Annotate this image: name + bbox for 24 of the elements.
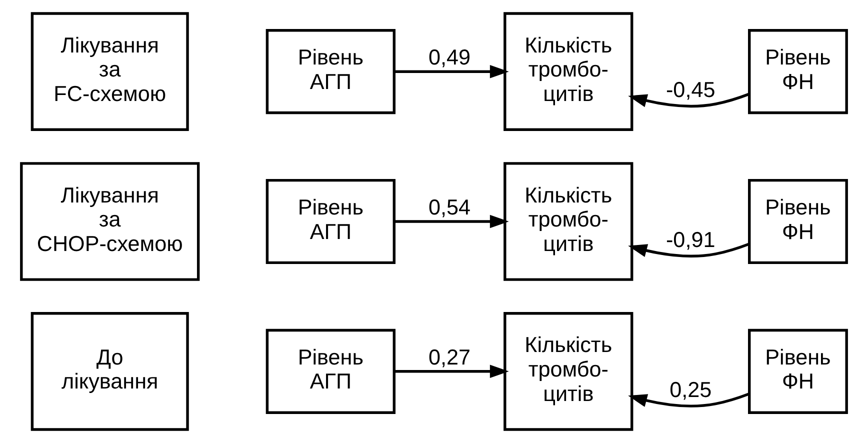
node-box: Лікування за FC-схемою <box>30 12 189 131</box>
node-box: Рівень ФН <box>748 178 848 264</box>
node-box: Кількість тромбо- цитів <box>504 12 634 131</box>
edge-label: 0,54 <box>428 194 471 220</box>
node-box: Рівень АГП <box>266 178 396 264</box>
node-box: Рівень АГП <box>266 328 396 414</box>
arrow <box>394 214 509 228</box>
edge-label: 0,25 <box>670 376 712 402</box>
arrow <box>628 392 750 408</box>
edge-label: 0,49 <box>428 44 471 70</box>
node-box: Кількість тромбо- цитів <box>504 312 634 431</box>
node-box: Рівень АГП <box>266 29 396 114</box>
edge-label: -0,45 <box>666 76 716 102</box>
arrow <box>394 364 509 378</box>
node-box: Рівень ФН <box>748 29 848 114</box>
node-box: Рівень ФН <box>748 328 848 414</box>
edge-label: -0,91 <box>666 226 716 252</box>
node-box: Кількість тромбо- цитів <box>504 162 634 281</box>
arrow <box>628 92 750 108</box>
node-box: Лікування за CHOP-схемою <box>20 162 200 281</box>
edge-label: 0,27 <box>428 344 471 370</box>
arrow <box>394 64 509 78</box>
arrow <box>628 242 750 258</box>
node-box: До лікування <box>30 312 189 431</box>
